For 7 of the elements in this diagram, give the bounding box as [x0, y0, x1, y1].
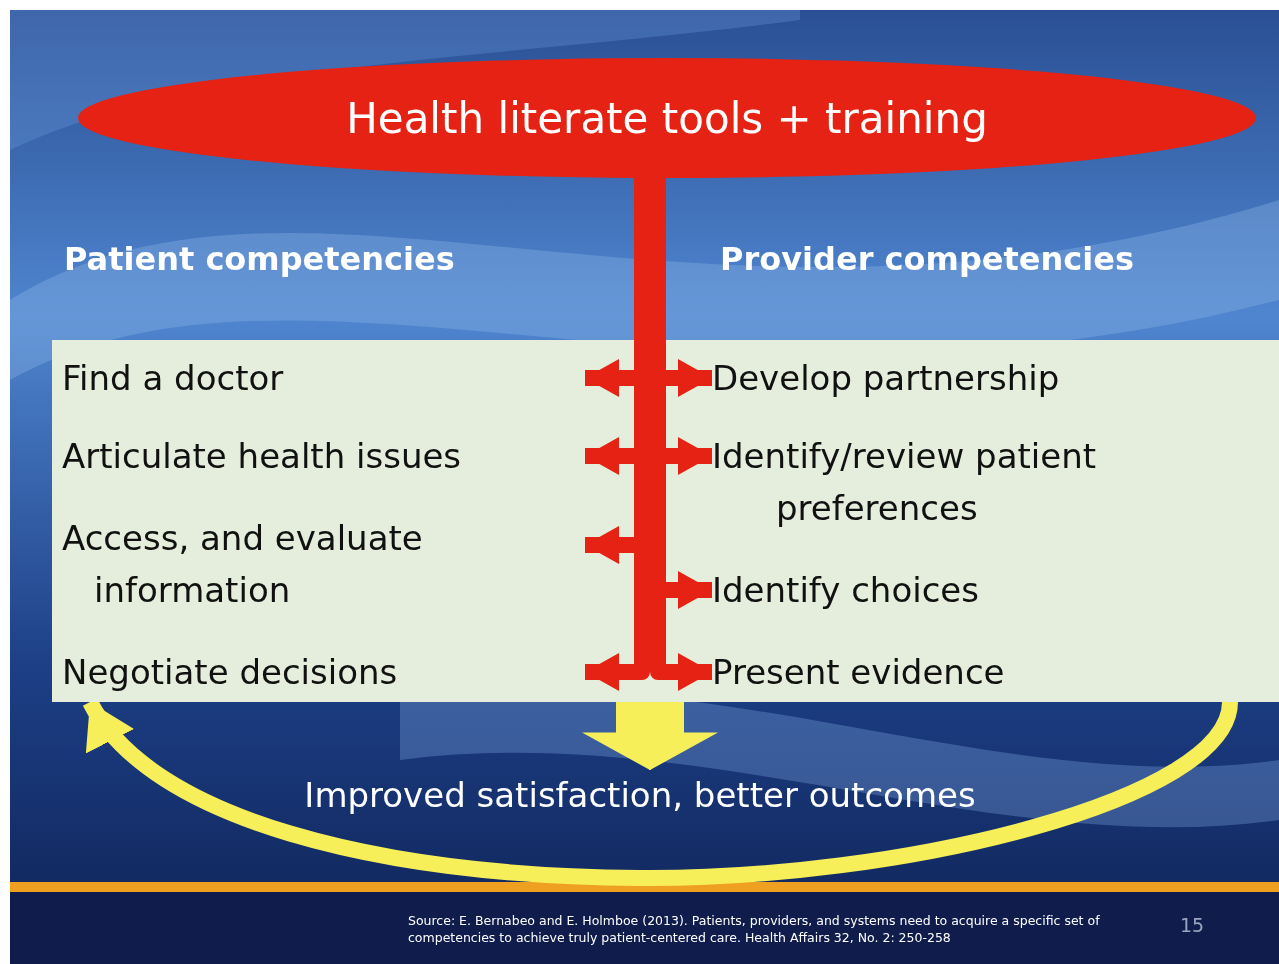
page-number: 15 [1180, 914, 1206, 936]
outcome-text: Improved satisfaction, better outcomes [290, 770, 990, 820]
section-heading: Provider competencies [720, 240, 1135, 278]
source-citation: Source: E. Bernabeo and E. Holmboe (2013). Patients, providers, and systems need to acquire a specific set of competencies to achieve truly patient-centered care. Health Affairs 32, No. 2: 250-258 [408, 912, 1101, 946]
section-heading: Patient competencies [64, 240, 456, 278]
title-ellipse: Health literate tools + training [78, 58, 1256, 178]
content-panel [52, 340, 1279, 702]
